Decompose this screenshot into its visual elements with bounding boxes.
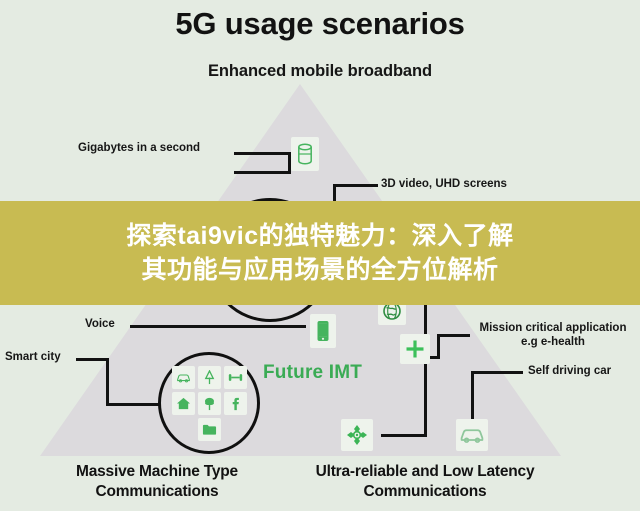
overlay-title-banner: 探索tai9vic的独特魅力：深入了解 其功能与应用场景的全方位解析 (0, 201, 640, 305)
folder-icon (197, 417, 221, 441)
leader-line (76, 358, 109, 361)
callout-label-gigabytes: Gigabytes in a second (78, 142, 201, 154)
leader-line (234, 152, 291, 155)
leader-line (234, 171, 291, 174)
icon-grid (161, 355, 257, 451)
leader-line (130, 325, 306, 328)
medical-cross-icon (400, 334, 430, 364)
leader-line (437, 334, 440, 359)
car-icon (171, 365, 195, 389)
callout-label-smart-city: Smart city (5, 351, 61, 363)
leader-line (424, 297, 427, 437)
leader-line (471, 371, 474, 421)
callout-label-self-driving-car: Self driving car (528, 365, 612, 377)
leader-line (333, 184, 378, 187)
callout-label-3d-video: 3D video, UHD screens (381, 178, 507, 190)
leader-line (106, 403, 161, 406)
facebook-icon (223, 391, 247, 415)
leader-line (381, 434, 427, 437)
page-title: 5G usage scenarios (175, 6, 465, 41)
car-icon (456, 419, 488, 451)
house-icon (171, 391, 195, 415)
leader-line (471, 371, 523, 374)
tree-icon (197, 391, 221, 415)
leader-line (106, 358, 109, 406)
leader-line (333, 184, 336, 208)
crosshair-target-icon (341, 419, 373, 451)
callout-label-mission-critical: Mission critical application e.g e-healt… (479, 322, 627, 349)
leader-line (437, 334, 470, 337)
callout-label-voice: Voice (85, 318, 115, 330)
smartphone-icon (310, 314, 336, 348)
overlay-title-line-2: 其功能与应用场景的全方位解析 (141, 256, 499, 284)
database-cylinder-icon (291, 137, 319, 171)
tree-icon (197, 365, 221, 389)
future-imt-label: Future IMT (263, 362, 363, 383)
overlay-title-line-1: 探索tai9vic的独特魅力：深入了解 (126, 221, 514, 250)
page-subtitle: Enhanced mobile broadband (208, 62, 432, 80)
leader-line (288, 152, 291, 174)
smart-city-icon-circle (158, 352, 260, 454)
bridge-icon (223, 365, 247, 389)
